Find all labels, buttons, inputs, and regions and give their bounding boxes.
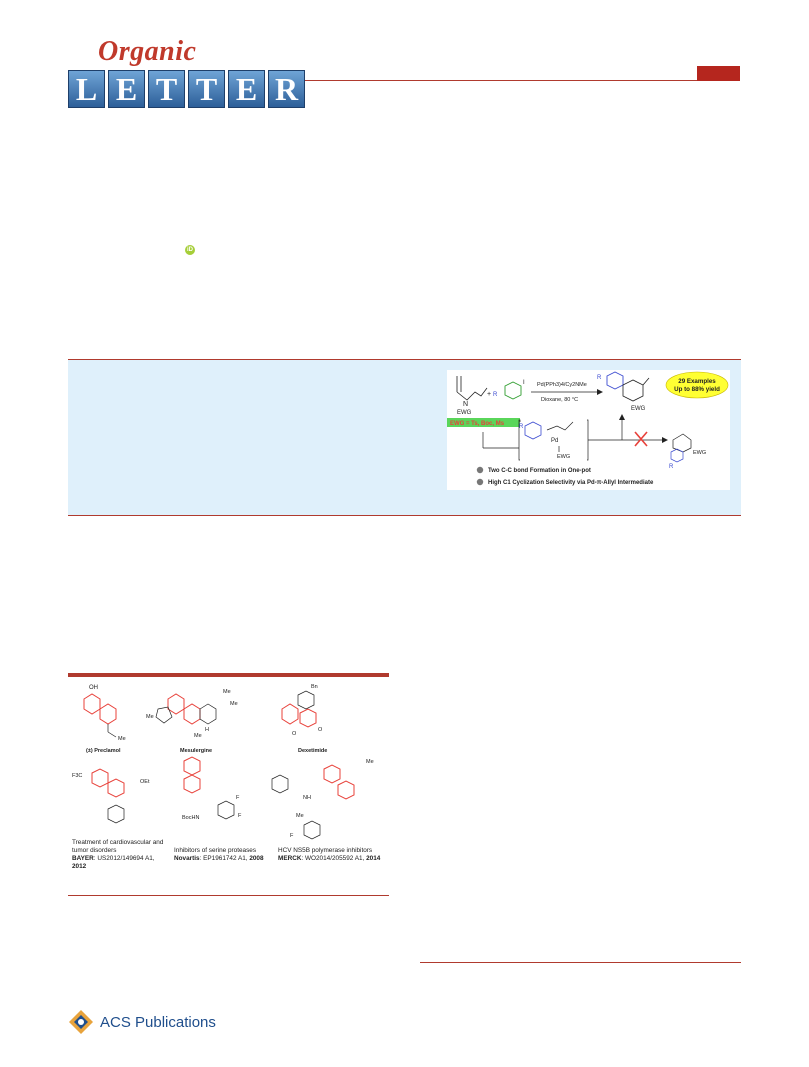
logo-letter: R [268,70,305,108]
figure-top-bar [68,673,389,677]
me-label: Me [296,813,304,819]
patent-company: MERCK [278,855,302,862]
patent-caption-merck: HCV NS5B polymerase inhibitors MERCK: WO… [278,847,389,863]
patent-desc: Inhibitors of serine proteases [174,847,257,854]
publisher-name: ACS Publications [100,1013,216,1031]
f-label: F [290,833,294,839]
compound-preclamol: OH Me (±) Preclamol [83,685,126,754]
oh-label: OH [89,685,98,691]
journal-logo: Organic L E T T E R [68,36,308,110]
patent-year: 2012 [72,863,87,870]
badge-line2: Up to 88% yield [674,386,720,393]
compound-mesulergine: Me Me Me H Me Mesulergine [146,689,238,754]
figure-1: OH Me (±) Preclamol Me Me Me H Me Mesule… [68,673,389,898]
logo-letter: T [188,70,225,108]
svg-text:EWG: EWG [557,454,570,460]
o-label: O [292,731,297,737]
footnote-rule [420,962,741,963]
ewg-text: EWG [457,410,472,416]
bullet-1: Two C-C bond Formation in One-pot [488,468,591,474]
reagents-line1: Pd(PPh3)4/Cy2NMe [537,382,587,388]
f-label: F [236,795,240,801]
compound-name: Mesulergine [180,748,212,754]
patent-caption-bayer: Treatment of cardiovascular and tumor di… [72,839,167,871]
aryl-ring [504,381,522,400]
patent-year: 2014 [366,855,381,862]
patent-caption-novartis: Inhibitors of serine proteases Novartis:… [174,847,274,863]
patent-number: : WO2014/205592 A1, [301,855,367,862]
me-label: Me [118,736,126,742]
me-label: Me [230,701,238,707]
bullet-2: High C1 Cyclization Selectivity via Pd-π… [488,480,654,486]
journal-logo-tiles: L E T T E R [68,70,305,108]
svg-text:R: R [519,424,524,430]
r-label: R [493,392,498,398]
me-label: Me [194,733,202,739]
reagents-line2: Dioxane, 80 °C [541,397,578,403]
page-tab [697,66,740,81]
n-label: N [463,401,468,408]
f-label: F [238,813,242,819]
orcid-icon[interactable]: iD [185,245,195,255]
svg-text:I: I [523,380,525,386]
starting-material [456,376,488,401]
ewg-label: EWG = Ts, Boc, Ms [450,421,505,427]
me-label: Me [223,689,231,695]
oet-label: OEt [140,779,150,785]
svg-text:EWG: EWG [693,450,706,456]
acs-logo-icon [69,1010,93,1034]
patent-desc: Treatment of cardiovascular and tumor di… [72,839,164,854]
compound-merck: Me NH Me F [271,759,374,840]
header-rule [305,80,740,81]
badge-line1: 29 Examples [678,378,716,385]
me-label: Me [146,714,154,720]
figure-bottom-rule [68,895,389,896]
bochn-label: BocHN [182,815,199,821]
cf3-label: F3C [72,773,82,779]
svg-text:R: R [597,375,602,381]
pd-label: Pd [551,438,558,444]
journal-logo-script: Organic [98,36,197,67]
patent-number: : EP1961742 A1, [199,855,250,862]
patent-year: 2008 [249,855,264,862]
compound-name: (±) Preclamol [86,748,121,754]
svg-text:R: R [669,464,674,470]
publisher-logo[interactable]: ACS Publications [68,1008,216,1036]
compound-dexetimide: Bn O O Dexetimide [281,684,327,754]
logo-letter: T [148,70,185,108]
patent-number: : US2012/149694 A1, [93,855,155,862]
svg-text:+: + [487,391,491,398]
bn-label: Bn [311,684,318,690]
toc-graphic: N EWG + R I Pd(PPh3)4/Cy2NMe Dioxane, 80… [447,370,730,490]
patent-desc: HCV NS5B polymerase inhibitors [278,847,373,854]
logo-letter: E [228,70,265,108]
compound-novartis: BocHN F F [182,756,242,821]
svg-text:EWG: EWG [631,406,646,412]
patent-company: BAYER [72,855,94,862]
compound-bayer: F3C OEt [72,768,150,824]
logo-letter: E [108,70,145,108]
nh-label: NH [303,795,311,801]
h-label: H [205,727,209,733]
patent-company: Novartis [174,855,200,862]
compound-name: Dexetimide [298,748,327,754]
o-label: O [318,727,323,733]
logo-letter: L [68,70,105,108]
me-label: Me [366,759,374,765]
